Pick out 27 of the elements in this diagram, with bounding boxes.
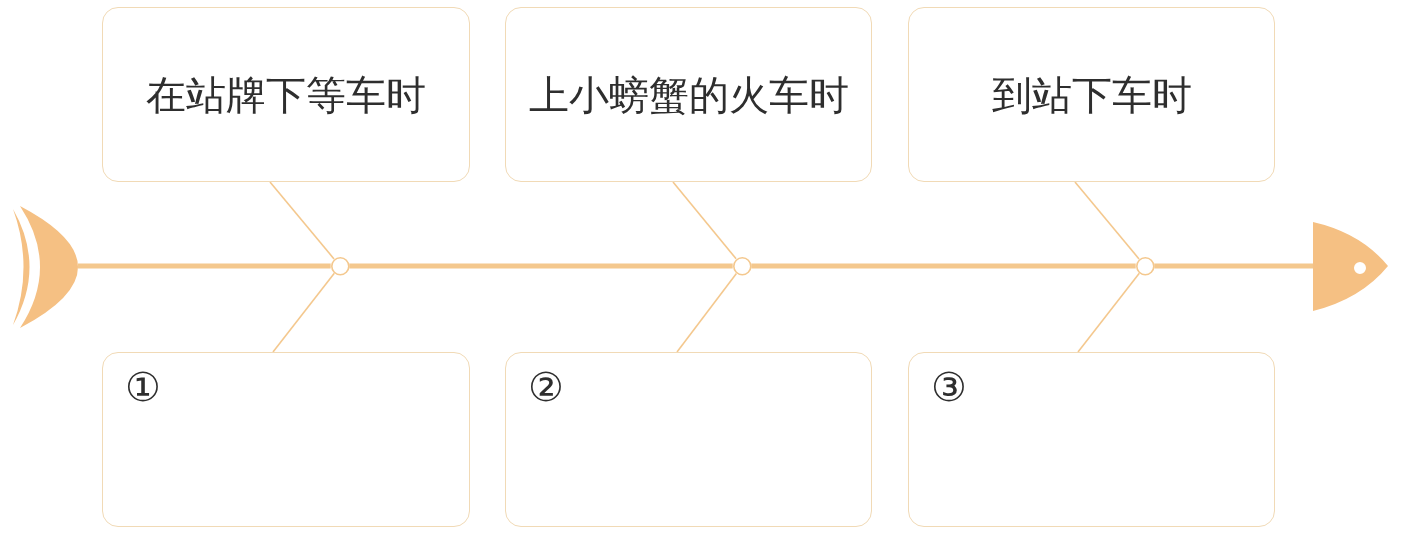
answer-box [102,352,470,527]
answer-box [908,352,1275,527]
branch-line [1077,272,1141,353]
answer-box [505,352,872,527]
question-number: ③ [931,365,967,409]
fish-tail-icon [12,204,78,330]
branch-line [269,181,335,260]
spine-line [1154,263,1313,269]
spine-line [349,263,733,269]
branch-line [676,272,738,353]
question-number: ② [528,365,564,409]
stage-label: 上小螃蟹的火车时 [528,71,849,118]
stage-box [505,7,872,182]
stage-label: 在站牌下等车时 [146,71,426,118]
branch-line [1074,181,1140,260]
stage-box [102,7,470,182]
joint-circle [1135,256,1155,276]
stage-box [908,7,1275,182]
fish-head-icon [1313,221,1388,312]
spine-line [751,263,1136,269]
joint-circle [330,256,350,276]
spine-line [78,263,331,269]
question-number: ① [125,365,161,409]
joint-circle [732,256,752,276]
branch-line [272,272,336,353]
stage-label: 到站下车时 [991,71,1192,118]
branch-line [672,181,737,260]
